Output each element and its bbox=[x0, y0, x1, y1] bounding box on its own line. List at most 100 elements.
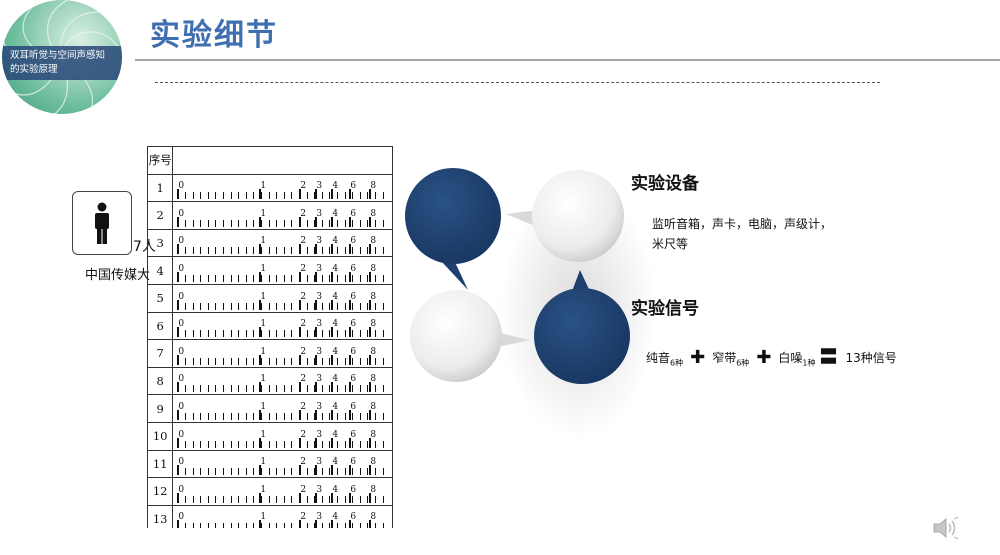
tick-mark bbox=[382, 495, 384, 503]
tick-mark bbox=[314, 495, 316, 503]
tick-mark bbox=[192, 412, 194, 420]
tick-label: 0 bbox=[178, 429, 185, 440]
tick-mark bbox=[238, 357, 240, 365]
tick-mark bbox=[184, 495, 186, 503]
tick-mark bbox=[253, 385, 255, 393]
tick-label: 2 bbox=[300, 181, 307, 192]
tick-mark bbox=[268, 468, 270, 476]
signal-heading: 实验信号 bbox=[631, 299, 699, 319]
tick-mark bbox=[352, 247, 354, 255]
tick-major bbox=[177, 354, 180, 365]
tick-major bbox=[259, 271, 262, 282]
tick-mark bbox=[260, 247, 262, 255]
tick-label: 0 bbox=[178, 291, 185, 302]
tick-mark bbox=[192, 468, 194, 476]
tick-mark bbox=[184, 412, 186, 420]
tick-mark bbox=[276, 357, 278, 365]
tick-mark bbox=[192, 357, 194, 365]
tick-mark bbox=[359, 440, 361, 448]
tick-mark bbox=[276, 274, 278, 282]
tick-mark bbox=[268, 357, 270, 365]
tick-mark bbox=[230, 192, 232, 200]
tick-mark bbox=[321, 302, 323, 310]
tick-major bbox=[299, 465, 302, 476]
tick-mark bbox=[291, 302, 293, 310]
tick-mark bbox=[184, 330, 186, 338]
tick-mark bbox=[238, 247, 240, 255]
tick-label: 3 bbox=[316, 457, 323, 468]
tick-major bbox=[369, 409, 372, 420]
tick-mark bbox=[374, 357, 376, 365]
tick-mark bbox=[359, 385, 361, 393]
tick-mark bbox=[253, 247, 255, 255]
tick-mark bbox=[374, 468, 376, 476]
tick-label: 1 bbox=[260, 401, 267, 412]
tick-mark bbox=[253, 468, 255, 476]
tick-label: 8 bbox=[370, 374, 377, 385]
tick-mark bbox=[329, 468, 331, 476]
tick-mark bbox=[374, 412, 376, 420]
tick-mark bbox=[283, 412, 285, 420]
tick-major bbox=[331, 299, 334, 310]
row-number: 5 bbox=[147, 283, 174, 313]
tick-label: 4 bbox=[332, 319, 339, 330]
tick-mark bbox=[230, 247, 232, 255]
tick-mark bbox=[207, 330, 209, 338]
tick-major bbox=[331, 354, 334, 365]
tick-mark bbox=[321, 385, 323, 393]
tick-mark bbox=[291, 523, 293, 528]
tick-major bbox=[331, 189, 334, 200]
tick-major bbox=[315, 520, 318, 528]
tick-mark bbox=[367, 192, 369, 200]
tick-mark bbox=[344, 385, 346, 393]
logo-band bbox=[2, 46, 122, 80]
tick-major bbox=[331, 437, 334, 448]
tick-label: 4 bbox=[332, 401, 339, 412]
tick-major bbox=[299, 382, 302, 393]
tick-major bbox=[369, 189, 372, 200]
tick-major bbox=[349, 244, 352, 255]
tick-major bbox=[259, 520, 262, 528]
tick-mark bbox=[207, 523, 209, 528]
tick-mark bbox=[321, 274, 323, 282]
tick-mark bbox=[245, 302, 247, 310]
tick-mark bbox=[314, 440, 316, 448]
subject-icon-box bbox=[72, 191, 132, 255]
tick-mark bbox=[238, 412, 240, 420]
tick-mark bbox=[268, 302, 270, 310]
tick-mark bbox=[367, 330, 369, 338]
tick-label: 4 bbox=[332, 512, 339, 523]
tick-mark bbox=[367, 440, 369, 448]
tick-mark bbox=[276, 247, 278, 255]
tick-mark bbox=[314, 302, 316, 310]
signal-pure: 纯音 bbox=[646, 351, 671, 365]
tick-mark bbox=[260, 357, 262, 365]
tick-mark bbox=[382, 274, 384, 282]
tick-mark bbox=[291, 219, 293, 227]
tick-label: 0 bbox=[178, 484, 185, 495]
dashed-divider bbox=[155, 82, 880, 83]
tick-mark bbox=[306, 523, 308, 528]
tick-mark bbox=[215, 440, 217, 448]
tick-mark bbox=[382, 302, 384, 310]
tick-label: 4 bbox=[332, 181, 339, 192]
tick-mark bbox=[321, 468, 323, 476]
tick-label: 0 bbox=[178, 208, 185, 219]
speaker-icon[interactable] bbox=[932, 516, 960, 540]
tick-major bbox=[349, 216, 352, 227]
tick-mark bbox=[184, 192, 186, 200]
tick-mark bbox=[192, 523, 194, 528]
tick-mark bbox=[329, 274, 331, 282]
tick-mark bbox=[215, 385, 217, 393]
tick-mark bbox=[184, 523, 186, 528]
tick-major bbox=[299, 492, 302, 503]
tick-mark bbox=[230, 412, 232, 420]
